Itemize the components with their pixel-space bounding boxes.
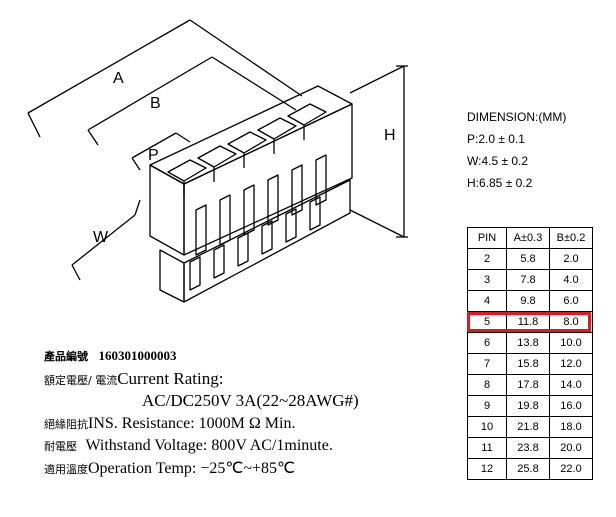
b-cell: 2.0 bbox=[549, 248, 593, 270]
temp-label: 適用溫度 bbox=[44, 463, 88, 476]
pin-cell: 8 bbox=[467, 374, 507, 396]
b-cell: 16.0 bbox=[549, 395, 593, 417]
b-cell: 14.0 bbox=[549, 374, 593, 396]
pin-cell: 9 bbox=[467, 395, 507, 417]
dimension-p: P:2.0 ± 0.1 bbox=[467, 132, 525, 146]
b-cell: 8.0 bbox=[549, 311, 593, 333]
a-cell: 21.8 bbox=[506, 416, 550, 438]
b-cell: 4.0 bbox=[549, 269, 593, 291]
label-a: A bbox=[113, 70, 124, 87]
pin-cell: 10 bbox=[467, 416, 507, 438]
withstand-line: 耐電壓 Withstand Voltage: 800V AC/1minute. bbox=[44, 436, 333, 457]
ins-label: 絕緣阻抗 bbox=[44, 418, 88, 431]
a-cell: 7.8 bbox=[506, 269, 550, 291]
ins-line: 絕緣阻抗INS. Resistance: 1000M Ω Min. bbox=[44, 414, 295, 435]
b-cell: 22.0 bbox=[549, 458, 593, 480]
pin-cell: 5 bbox=[467, 311, 507, 333]
pin-cell: 11 bbox=[467, 437, 507, 459]
a-cell: 19.8 bbox=[506, 395, 550, 417]
pin-cell: 7 bbox=[467, 353, 507, 375]
header-a: A±0.3 bbox=[506, 227, 550, 249]
a-cell: 9.8 bbox=[506, 290, 550, 312]
pin-cell: 6 bbox=[467, 332, 507, 354]
a-cell: 15.8 bbox=[506, 353, 550, 375]
label-h: H bbox=[384, 127, 396, 144]
dimension-w: W:4.5 ± 0.2 bbox=[467, 154, 529, 168]
label-w: W bbox=[93, 229, 109, 246]
a-cell: 5.8 bbox=[506, 248, 550, 270]
b-cell: 12.0 bbox=[549, 353, 593, 375]
pin-table-header: PIN A±0.3 B±0.2 bbox=[467, 227, 593, 249]
withstand-text: Withstand Voltage: 800V AC/1minute. bbox=[85, 437, 333, 454]
temp-text: Operation Temp: −25℃~+85℃ bbox=[88, 460, 295, 477]
pin-cell: 4 bbox=[467, 290, 507, 312]
pin-cell: 2 bbox=[467, 248, 507, 270]
current-text: Current Rating: bbox=[117, 369, 224, 388]
b-cell: 20.0 bbox=[549, 437, 593, 459]
a-cell: 17.8 bbox=[506, 374, 550, 396]
b-cell: 10.0 bbox=[549, 332, 593, 354]
b-cell: 18.0 bbox=[549, 416, 593, 438]
label-b: B bbox=[150, 95, 161, 112]
pin-cell: 3 bbox=[467, 269, 507, 291]
current-line: 額定電壓/ 電流Current Rating: bbox=[44, 369, 223, 391]
current-value-line: AC/DC250V 3A(22~28AWG#) bbox=[142, 391, 359, 412]
connector-body bbox=[149, 85, 353, 303]
part-label: 產品編號 bbox=[44, 350, 88, 363]
dimension-h: H:6.85 ± 0.2 bbox=[467, 176, 533, 190]
a-cell: 25.8 bbox=[506, 458, 550, 480]
label-p: P bbox=[148, 147, 159, 164]
current-label: 額定電壓/ 電流 bbox=[44, 374, 118, 387]
withstand-label: 耐電壓 bbox=[44, 440, 77, 453]
a-cell: 13.8 bbox=[506, 332, 550, 354]
a-cell: 11.8 bbox=[506, 311, 550, 333]
dimension-heading: DIMENSION:(MM) bbox=[467, 110, 567, 124]
a-cell: 23.8 bbox=[506, 437, 550, 459]
part-number: 160301000003 bbox=[98, 348, 177, 363]
dimension-lines bbox=[27, 19, 408, 281]
header-b: B±0.2 bbox=[549, 227, 593, 249]
temp-line: 適用溫度Operation Temp: −25℃~+85℃ bbox=[44, 459, 295, 480]
b-cell: 6.0 bbox=[549, 290, 593, 312]
current-value: AC/DC250V 3A(22~28AWG#) bbox=[142, 391, 359, 410]
part-number-line: 產品編號 160301000003 bbox=[44, 346, 176, 367]
dimension-spec: DIMENSION:(MM) P:2.0 ± 0.1 W:4.5 ± 0.2 H… bbox=[467, 106, 566, 194]
ins-text: INS. Resistance: 1000M Ω Min. bbox=[88, 415, 296, 432]
header-pin: PIN bbox=[467, 227, 507, 249]
pin-cell: 12 bbox=[467, 458, 507, 480]
